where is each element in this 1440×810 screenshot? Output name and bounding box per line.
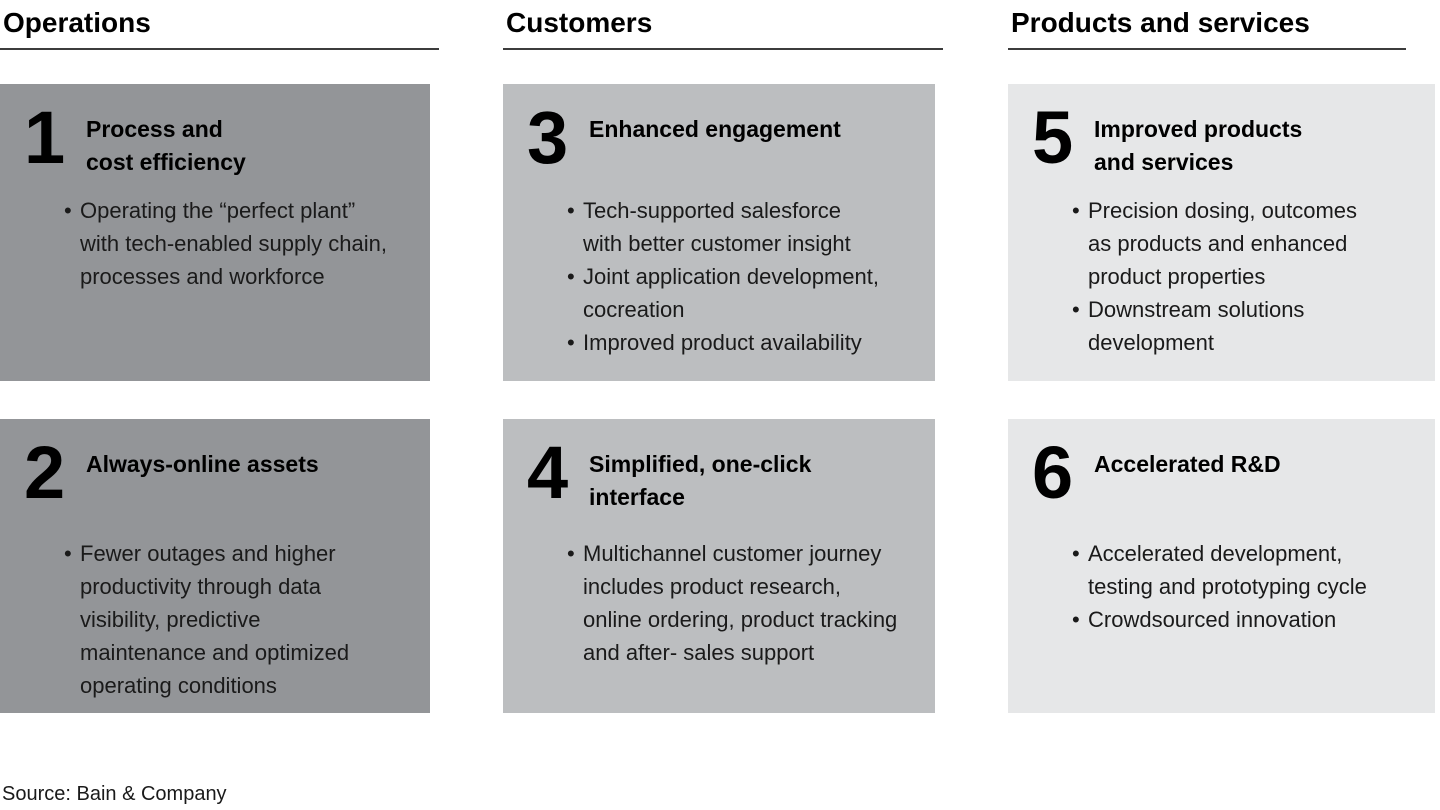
bullet-text: Joint application development, cocreatio… [583,264,879,322]
bullet-list: • Fewer outages and higher productivity … [20,537,422,702]
card-head: 1 Process and cost efficiency [20,96,422,194]
card-head: 4 Simplified, one-click interface [523,431,927,537]
bullet-text: Precision dosing, outcomes as products a… [1088,198,1358,289]
card-title: Improved products and services [1094,116,1303,175]
bullet-text: Multichannel customer journey includes p… [583,541,898,665]
bullet-list: • Operating the “perfect plant” with tec… [20,194,422,293]
bullet-marker: • [64,198,72,223]
bullet-marker: • [567,330,575,355]
card-title: Process and cost efficiency [86,116,246,175]
bullet-marker: • [1072,297,1080,322]
bullet-text: Fewer outages and higher productivity th… [80,541,350,698]
card-number: 6 [1032,431,1073,514]
list-item: • Fewer outages and higher productivity … [64,537,422,702]
bullet-list: • Accelerated development, testing and p… [1028,537,1427,636]
source-note: Source: Bain & Company [2,783,227,805]
list-item: • Multichannel customer journey includes… [567,537,927,669]
bullet-marker: • [1072,541,1080,566]
card-improved-products-and-services: 5 Improved products and services • Preci… [1008,84,1435,381]
column-operations: Operations 1 Process and cost efficiency… [0,6,439,713]
list-item: • Precision dosing, outcomes as products… [1072,194,1427,293]
list-item: • Improved product availability [567,326,927,359]
header-rule [503,48,943,50]
bullet-text: Tech-supported salesforce with better cu… [583,198,851,256]
list-item: • Joint application development, cocreat… [567,260,927,326]
bullet-list: • Precision dosing, outcomes as products… [1028,194,1427,359]
column-header-products-and-services: Products and services [1011,7,1310,38]
card-number: 4 [527,431,568,514]
card-head: 5 Improved products and services [1028,96,1427,194]
column-header-operations: Operations [3,7,151,38]
bullet-marker: • [567,264,575,289]
card-accelerated-rd: 6 Accelerated R&D • Accelerated developm… [1008,419,1435,713]
card-process-and-cost-efficiency: 1 Process and cost efficiency • Operatin… [0,84,430,381]
bullet-list: • Multichannel customer journey includes… [523,537,927,669]
card-number: 5 [1032,96,1073,179]
card-simplified-one-click-interface: 4 Simplified, one-click interface • Mult… [503,419,935,713]
card-title: Always-online assets [86,451,319,477]
card-always-online-assets: 2 Always-online assets • Fewer outages a… [0,419,430,713]
header-rule [1008,48,1406,50]
card-title: Enhanced engagement [589,116,841,142]
list-item: • Crowdsourced innovation [1072,603,1427,636]
bullet-marker: • [1072,607,1080,632]
card-number: 1 [24,96,65,179]
card-title: Accelerated R&D [1094,451,1281,477]
card-number: 3 [527,96,568,179]
card-number: 2 [24,431,65,514]
list-item: • Operating the “perfect plant” with tec… [64,194,422,293]
column-customers: Customers 3 Enhanced engagement • Tech-s… [503,6,943,713]
bullet-marker: • [64,541,72,566]
bullet-marker: • [567,198,575,223]
list-item: • Accelerated development, testing and p… [1072,537,1427,603]
list-item: • Downstream solutions development [1072,293,1427,359]
card-head: 6 Accelerated R&D [1028,431,1427,537]
column-products-and-services: Products and services 5 Improved product… [1008,6,1435,713]
bullet-marker: • [1072,198,1080,223]
card-title: Simplified, one-click interface [589,451,812,510]
card-head: 3 Enhanced engagement [523,96,927,194]
card-head: 2 Always-online assets [20,431,422,537]
bullet-text: Crowdsourced innovation [1088,607,1337,632]
list-item: • Tech-supported salesforce with better … [567,194,927,260]
card-enhanced-engagement: 3 Enhanced engagement • Tech-supported s… [503,84,935,381]
bullet-text: Accelerated development, testing and pro… [1088,541,1367,599]
bullet-text: Improved product availability [583,330,862,355]
column-header-customers: Customers [506,7,653,38]
bullet-text: Operating the “perfect plant” with tech-… [80,198,387,289]
bullet-text: Downstream solutions development [1088,297,1305,355]
bullet-list: • Tech-supported salesforce with better … [523,194,927,359]
bullet-marker: • [567,541,575,566]
header-rule [0,48,439,50]
